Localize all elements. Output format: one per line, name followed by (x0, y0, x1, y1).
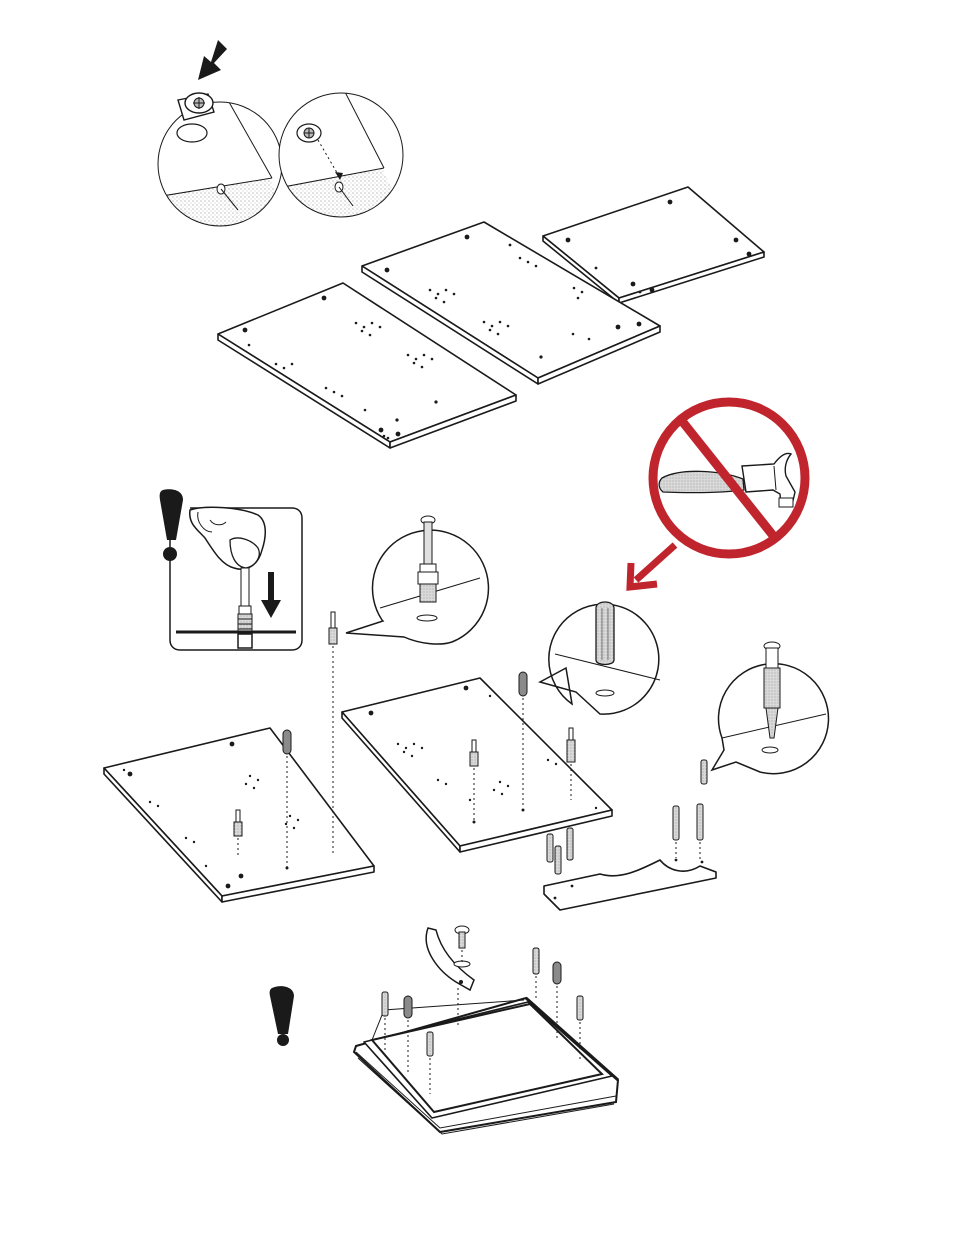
cam-bolt-icon (673, 760, 707, 840)
base-assembly-step (270, 926, 618, 1134)
metal-bracket-icon (426, 928, 474, 990)
dowel-callout (540, 602, 660, 714)
exclamation-mark-icon (160, 489, 183, 561)
cam-lock-callout-right (278, 92, 408, 222)
panel-left-with-bolts (104, 612, 374, 902)
exclamation-mark-icon (270, 986, 294, 1046)
wooden-dowel-icon (519, 672, 527, 696)
red-pointer-arrow (630, 545, 675, 587)
no-hammer-icon (630, 402, 805, 587)
cam-lock-callout-left (150, 93, 290, 235)
cam-lock-insertion-step (150, 40, 408, 235)
hand-pressing-icon (190, 507, 266, 569)
cam-lock-icon (297, 124, 321, 142)
down-arrow-icon (261, 572, 281, 618)
down-arrow-icon (198, 40, 227, 80)
cam-bolt-icon (547, 828, 573, 874)
wooden-dowel-icon (596, 602, 614, 665)
cam-bolt-icon (567, 728, 575, 762)
cam-bolt-icon (329, 612, 337, 644)
warning-callout-box (160, 489, 302, 650)
wooden-dowel-icon (283, 730, 291, 754)
cam-bolt-icon (238, 568, 252, 634)
panel-layout-step (218, 187, 764, 448)
screw-bolt-callout (712, 642, 828, 774)
cam-bolt-callout (346, 516, 488, 644)
